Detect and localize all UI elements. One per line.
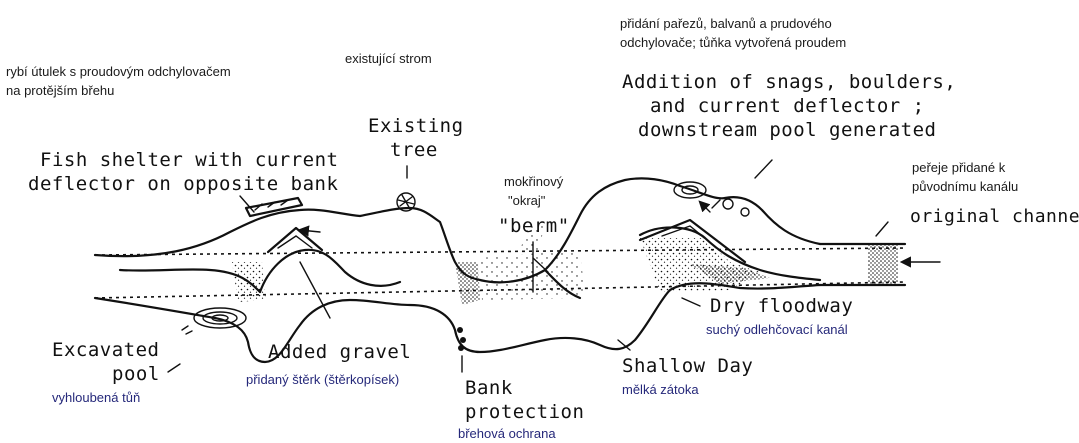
label-added-gravel-en: Added gravel	[268, 341, 411, 363]
label-wetland-cz-1: mokřinový	[504, 174, 564, 189]
added-gravel-mound	[268, 228, 330, 318]
fish-shelter-structure	[240, 196, 302, 216]
label-bank-protection-en-1: Bank	[465, 377, 513, 399]
label-existing-tree-en-2: tree	[390, 139, 438, 161]
label-berm-en: "berm"	[498, 215, 570, 237]
excavated-pool-swirl	[182, 308, 246, 334]
label-excavated-pool-cz: vyhloubená tůň	[52, 390, 140, 405]
label-dry-floodway-cz: suchý odlehčovací kanál	[706, 322, 848, 337]
label-fish-shelter-cz-2: na protějším břehu	[6, 83, 114, 98]
label-fish-shelter-en-2: deflector on opposite bank	[28, 173, 338, 195]
label-existing-tree-cz: existující strom	[345, 51, 432, 66]
label-rapids-cz-1: peřeje přidané k	[912, 160, 1006, 175]
label-addition-cz-1: přidání pařezů, balvanů a prudového	[620, 16, 832, 31]
label-original-channel-en: original channel	[910, 206, 1079, 227]
bank-protection-rocks	[457, 327, 466, 372]
label-addition-en-2: and current deflector ;	[650, 95, 925, 117]
label-fish-shelter-cz-1: rybí útulek s proudovým odchylovačem	[6, 64, 231, 79]
label-addition-en-1: Addition of snags, boulders,	[622, 71, 956, 93]
label-fish-shelter-en-1: Fish shelter with current	[40, 149, 338, 171]
label-bank-protection-cz: břehová ochrana	[458, 426, 556, 441]
flow-arrow-left	[300, 230, 320, 232]
label-rapids-cz-2: původnímu kanálu	[912, 179, 1018, 194]
flow-arrow-pool	[700, 202, 710, 212]
label-wetland-cz-2: "okraj"	[508, 193, 546, 208]
label-existing-tree-en-1: Existing	[368, 115, 464, 137]
label-added-gravel-cz: přidaný štěrk (štěrkopísek)	[246, 372, 399, 387]
gravel-patch-center	[455, 262, 480, 305]
label-shallow-bay-en: Shallow Day	[622, 355, 753, 377]
gravel-patch-left	[232, 262, 266, 302]
downstream-pool-swirl	[674, 182, 749, 216]
label-bank-protection-en-2: protection	[465, 401, 584, 423]
label-addition-cz-2: odchylovače; tůňka vytvořená proudem	[620, 35, 846, 50]
label-addition-en-3: downstream pool generated	[638, 119, 936, 141]
label-excavated-pool-en-1: Excavated	[52, 339, 159, 361]
label-dry-floodway-en: Dry floodway	[710, 295, 853, 317]
label-shallow-bay-cz: mělká zátoka	[622, 382, 699, 397]
label-excavated-pool-en-2: pool	[112, 363, 160, 385]
rapids-stipple	[868, 244, 898, 285]
existing-tree	[397, 166, 415, 211]
